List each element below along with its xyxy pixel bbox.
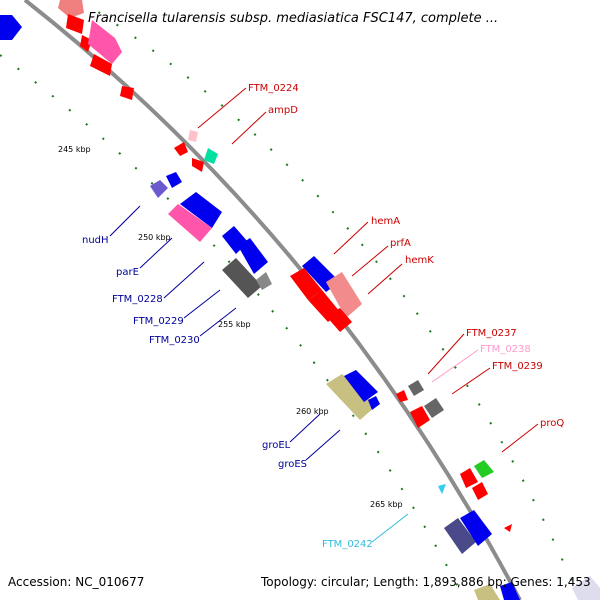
gene-block	[326, 272, 362, 318]
gene-block	[188, 130, 198, 142]
gene-label-nudh: nudH	[82, 235, 109, 246]
gene-block	[474, 460, 494, 478]
gene-label-prfa: prfA	[390, 238, 411, 249]
topology-text: Topology: circular; Length: 1,893,886 bp…	[260, 575, 591, 589]
tick-label: 260 kbp	[296, 407, 329, 416]
gene-block	[444, 518, 476, 554]
gene-block	[238, 238, 268, 274]
map-title: Francisella tularensis subsp. mediasiati…	[88, 11, 498, 26]
tick-label: 250 kbp	[138, 233, 171, 242]
gene-label-ftm-0237: FTM_0237	[466, 328, 517, 339]
gene-label-proq: proQ	[540, 418, 564, 429]
gene-block	[166, 172, 182, 188]
gene-label-hemk: hemK	[405, 255, 434, 266]
gene-block	[222, 258, 262, 298]
gene-label-pare: parE	[116, 267, 139, 278]
tick-label: 245 kbp	[58, 145, 91, 154]
gene-block	[90, 54, 112, 76]
gene-label-groes: groES	[278, 459, 307, 470]
gene-block	[204, 148, 218, 164]
gene-label-ftm-0238: FTM_0238	[480, 344, 531, 355]
gene-block	[504, 524, 512, 532]
tick-label: 265 kbp	[370, 500, 403, 509]
gene-block	[326, 374, 376, 420]
gene-label-ftm-0239: FTM_0239	[492, 361, 543, 372]
gene-block	[438, 484, 446, 494]
gene-label-ftm-0228: FTM_0228	[112, 294, 163, 305]
gene-block	[368, 396, 380, 410]
gene-block	[290, 268, 322, 300]
gene-block	[256, 272, 272, 290]
gene-block	[88, 20, 122, 64]
gene-label-hema: hemA	[371, 216, 400, 227]
gene-block	[460, 510, 492, 546]
gene-block	[410, 406, 430, 428]
gene-block	[344, 370, 378, 402]
gene-block	[174, 142, 188, 156]
gene-block	[180, 192, 222, 228]
gene-block	[396, 390, 408, 402]
gene-label-ampd: ampD	[268, 105, 298, 116]
gene-label-groel: groEL	[262, 440, 291, 451]
gene-block	[460, 468, 478, 488]
gene-block	[472, 482, 488, 500]
gene-block	[500, 582, 520, 600]
gene-block	[424, 398, 444, 418]
gene-block	[120, 86, 134, 100]
gene-block	[326, 308, 352, 332]
gene-block	[474, 584, 500, 600]
gene-label-ftm-0229: FTM_0229	[133, 316, 184, 327]
gene-block	[572, 576, 600, 600]
gene-block	[168, 204, 212, 242]
gene-block	[150, 180, 168, 198]
gene-block	[192, 158, 204, 172]
tick-label: 255 kbp	[218, 320, 251, 329]
gene-label-ftm-0224: FTM_0224	[248, 83, 299, 94]
gene-block	[408, 380, 424, 396]
label-leaders	[109, 87, 539, 543]
gene-label-ftm-0242: FTM_0242	[322, 539, 373, 550]
accession-text: Accession: NC_010677	[8, 575, 144, 589]
gene-label-ftm-0230: FTM_0230	[149, 335, 200, 346]
gene-block	[58, 0, 84, 18]
gene-block	[0, 15, 22, 40]
gene-block	[66, 14, 84, 34]
